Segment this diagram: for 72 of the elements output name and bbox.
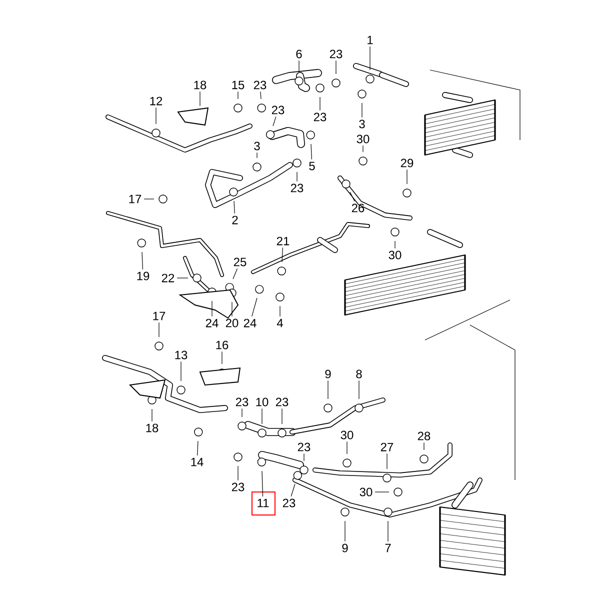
leader-line [197,440,198,456]
leader-line [386,453,388,470]
callout-number: 30 [388,250,402,260]
leader-line [144,198,154,200]
leader-line [362,145,364,152]
callout-number: 23 [290,184,304,192]
callout-number: 18 [194,80,206,90]
callout-number: 30 [360,488,372,496]
leader-line [282,247,283,262]
leader-line [272,116,276,126]
leader-line [394,240,396,249]
callout-number: 9 [325,370,331,378]
callout-number: 17 [153,312,166,320]
callout-number: 30 [340,430,354,440]
leader-line [260,91,262,100]
callout-number: 25 [234,258,246,266]
callout-number: 5 [309,162,315,170]
callout-number: 2 [232,216,238,224]
leader-line [346,441,348,454]
leader-line [158,322,160,338]
callout-number: 8 [356,370,362,378]
leader-line [262,470,264,497]
callout-number: 17 [129,194,142,204]
callout-number: 3 [254,142,260,150]
leader-line [290,484,296,497]
callout-number: 28 [418,432,430,440]
callout-number: 30 [356,134,370,144]
callout-number: 14 [191,458,204,466]
callout-number: 29 [400,158,414,168]
leader-line [350,192,355,202]
leader-line [232,268,238,280]
callout-number: 24 [206,318,218,328]
leader-line [310,144,312,160]
callout-number: 11 [258,498,269,508]
callout-number: 12 [150,96,162,106]
leader-line [298,60,300,72]
callout-number: 18 [146,424,158,432]
callout-number: 23 [314,112,326,122]
callout-number: 13 [175,350,188,360]
callout-number: 21 [276,236,290,246]
callout-number: 3 [359,120,365,128]
callout-number: 22 [162,274,174,282]
callout-number: 10 [256,398,268,406]
callout-number: 9 [342,544,348,552]
callout-number: 23 [276,398,288,406]
callout-number: 6 [296,50,302,58]
callout-number: 23 [282,498,296,508]
leader-line [344,520,346,542]
callout-number: 1 [368,36,373,44]
leader-line [252,298,258,317]
leader-line [358,380,360,400]
callout-number: 23 [330,50,342,58]
callout-number: 23 [298,442,310,452]
callout-number: 7 [385,544,391,552]
callout-number: 23 [254,80,266,90]
callout-number: 24 [244,318,256,328]
callout-number: 27 [380,442,394,452]
callout-number: 23 [232,482,244,492]
callout-number: 15 [232,80,244,90]
leader-line [256,152,258,158]
leader-line [296,172,298,182]
leader-line [234,200,235,214]
leader-line [406,169,408,184]
callout-number: 26 [352,204,364,212]
callout-number: 23 [236,398,248,406]
callout-number: 19 [137,272,150,280]
leader-line [180,361,182,382]
leader-line [142,252,144,270]
callout-number: 23 [272,106,284,114]
callout-number: 16 [216,340,228,350]
callout-number: 20 [226,318,238,328]
callout-number: 4 [276,318,283,328]
